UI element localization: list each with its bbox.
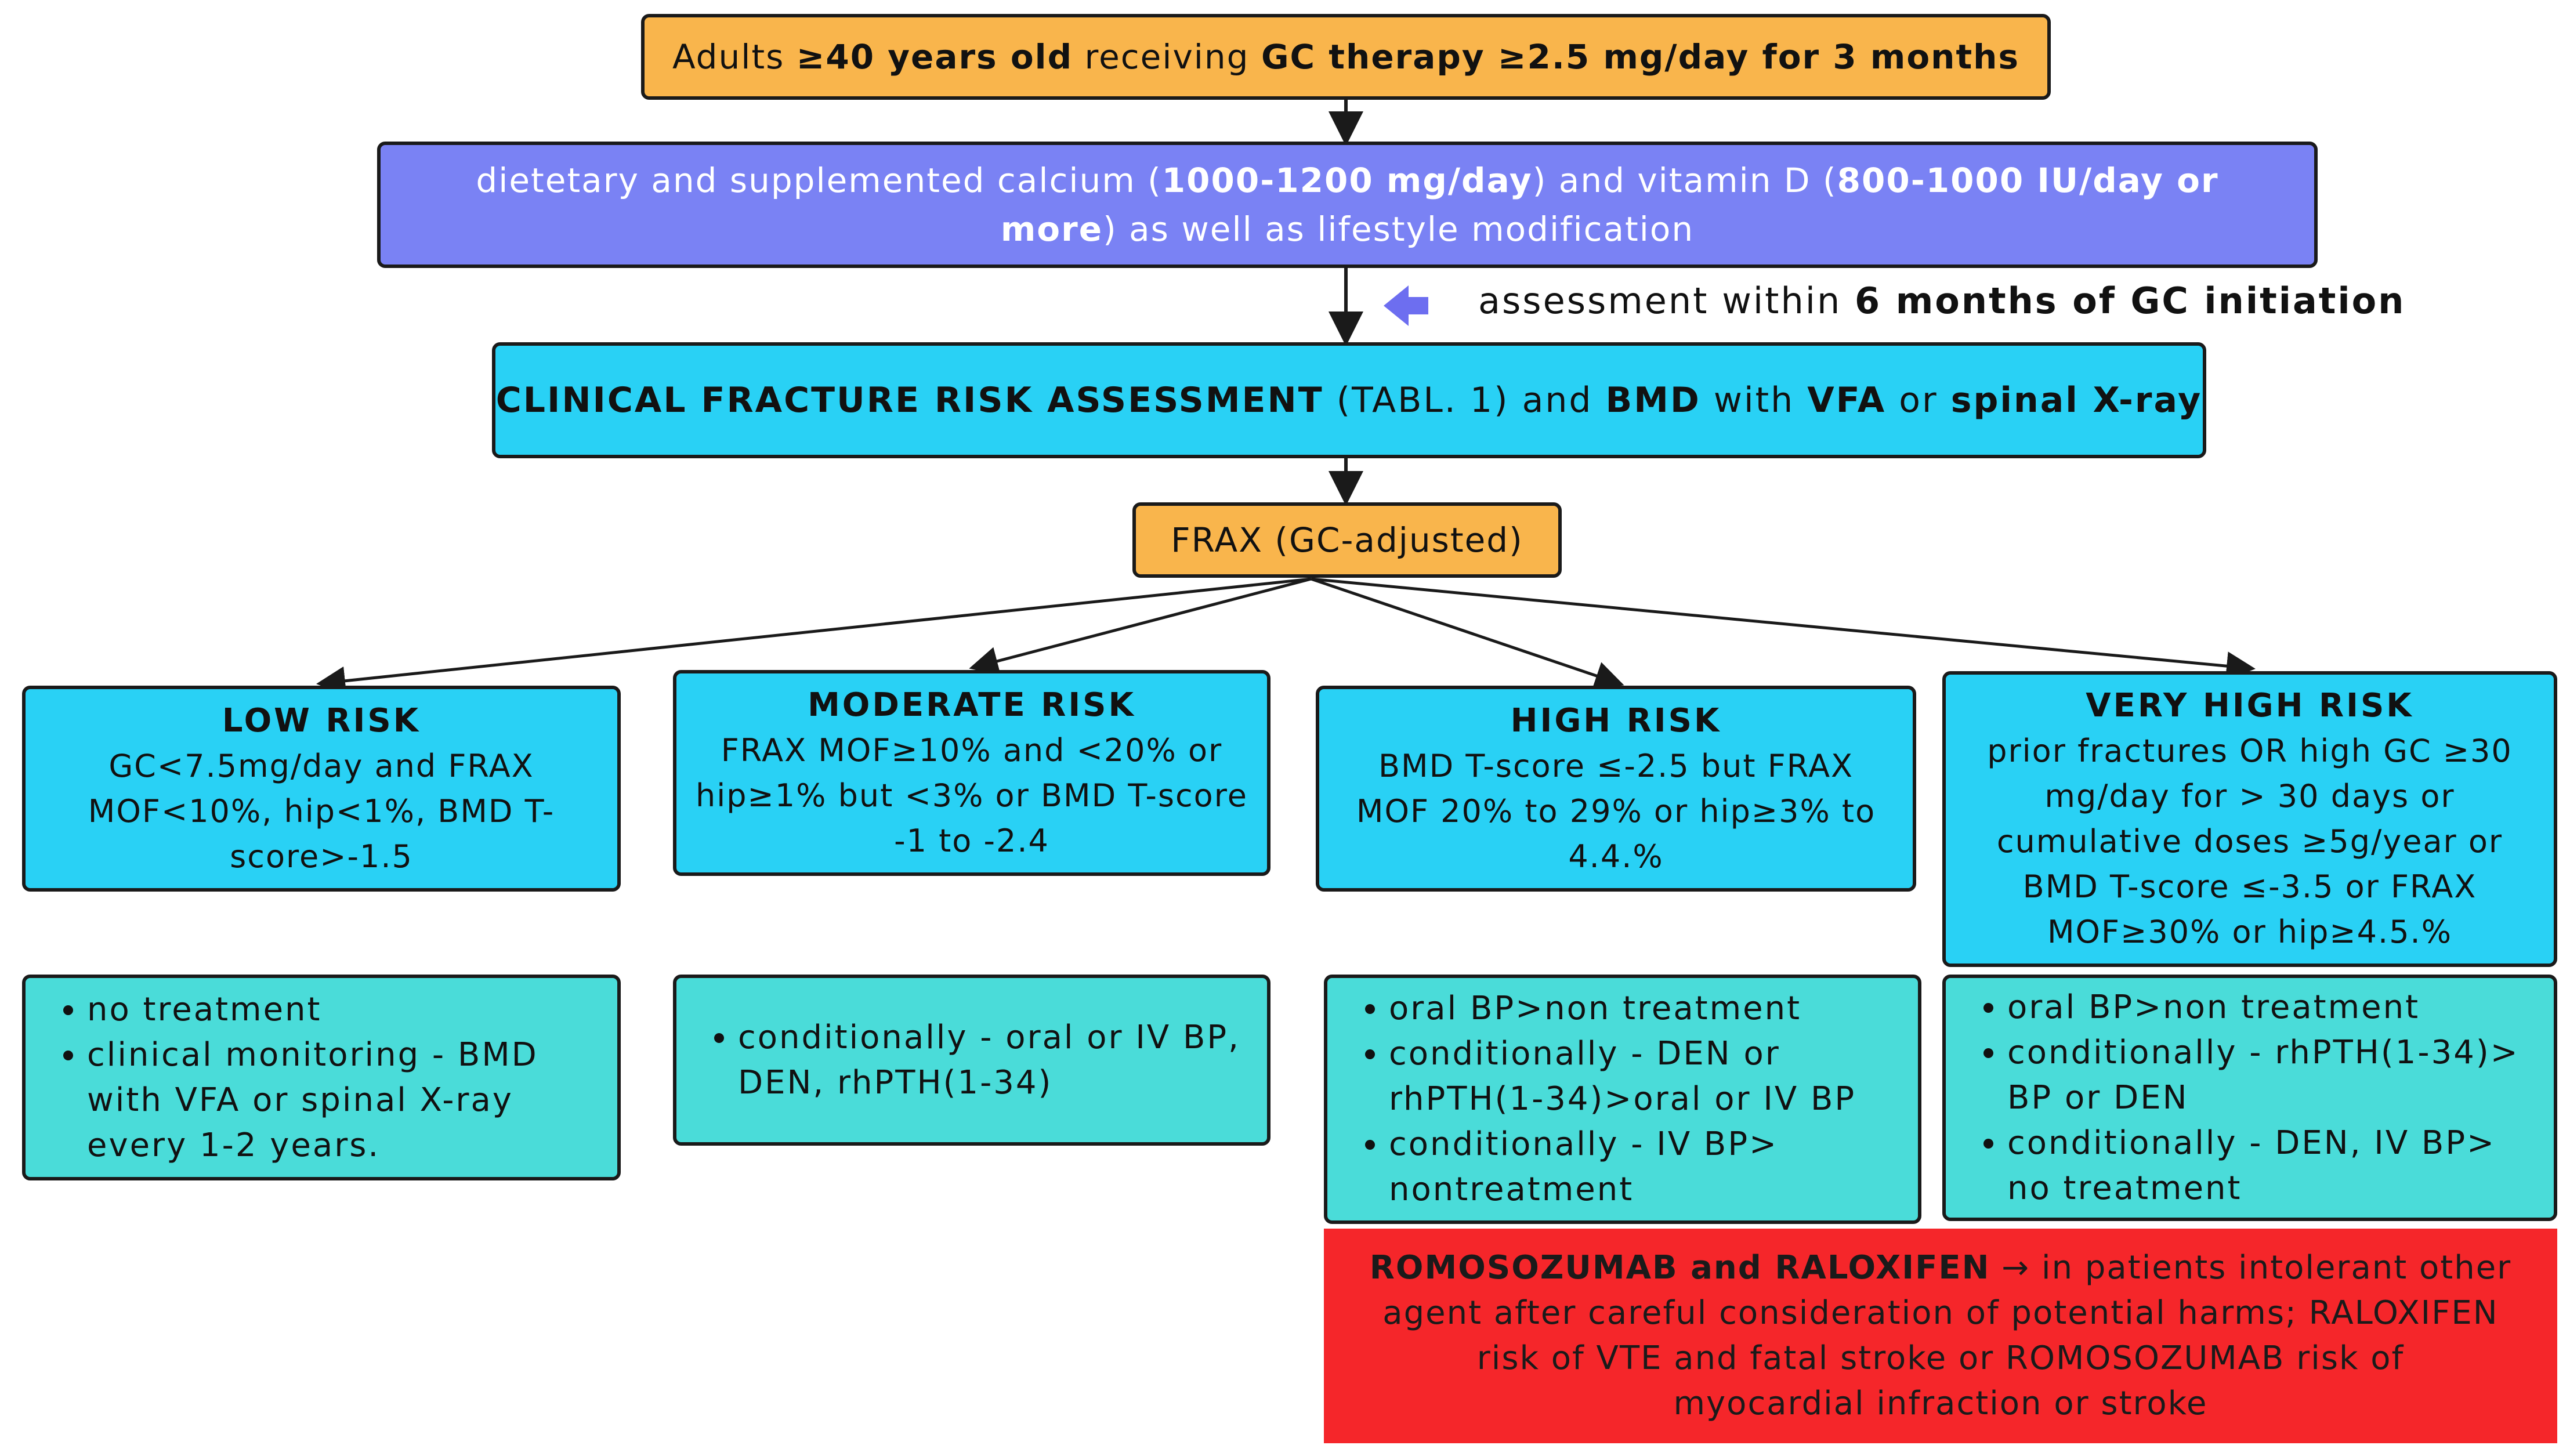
high-risk-title: HIGH RISK (1510, 701, 1722, 740)
romosozumab-raloxifen-warning: ROMOSOZUMAB and RALOXIFEN → in patients … (1324, 1229, 2557, 1443)
low-risk-line: MOF<10%, hip<1%, BMD T- (88, 792, 555, 830)
arrow-frax-to-low (316, 577, 1312, 696)
moderate-risk-line: hip≥1% but <3% or BMD T-score (696, 777, 1248, 814)
warning-line-1: ROMOSOZUMAB and RALOXIFEN → in patients … (1369, 1249, 2512, 1287)
high-risk-line: 4.4.% (1568, 838, 1664, 875)
very-high-risk-line: BMD T-score ≤-3.5 or FRAX (2022, 868, 2477, 905)
very-high-risk-line: MOF≥30% or hip≥4.5.% (2047, 914, 2453, 950)
very-high-risk-treatment-box: oral BP>non treatment conditionally - rh… (1942, 975, 2557, 1221)
treatment-item: conditionally - DEN or rhPTH(1-34)>oral … (1389, 1031, 1906, 1122)
treatment-item: conditionally - rhPTH(1-34)> BP or DEN (2007, 1030, 2542, 1121)
warning-drug-names: ROMOSOZUMAB and RALOXIFEN (1369, 1249, 1990, 1287)
warning-line-2: agent after careful consideration of pot… (1382, 1294, 2499, 1332)
very-high-risk-line: cumulative doses ≥5g/year or (1996, 823, 2503, 860)
treatment-item: oral BP>non treatment (1389, 986, 1906, 1031)
moderate-risk-title: MODERATE RISK (808, 686, 1136, 724)
treatment-item: clinical monitoring - BMD with VFA or sp… (87, 1033, 606, 1168)
treatment-item: oral BP>non treatment (2007, 985, 2542, 1030)
frax-label: FRAX (GC-adjusted) (1171, 520, 1523, 560)
very-high-risk-treatment-list: oral BP>non treatment conditionally - rh… (1969, 985, 2542, 1211)
very-high-risk-line: mg/day for > 30 days or (2044, 778, 2455, 814)
very-high-risk-box: VERY HIGH RISK prior fractures OR high G… (1942, 671, 2557, 967)
low-risk-treatment-list: no treatment clinical monitoring - BMD w… (49, 987, 606, 1168)
treatment-item: conditionally - IV BP> nontreatment (1389, 1122, 1906, 1212)
high-risk-line: BMD T-score ≤-2.5 but FRAX (1378, 747, 1854, 784)
moderate-risk-treatment-list: conditionally - oral or IV BP, DEN, rhPT… (700, 1015, 1255, 1106)
low-risk-line: score>-1.5 (230, 838, 413, 875)
moderate-risk-line: FRAX MOF≥10% and <20% or (721, 731, 1223, 769)
left-arrow-icon (1384, 285, 1428, 326)
high-risk-line: MOF 20% to 29% or hip≥3% to (1356, 792, 1876, 830)
eligibility-box: Adults ≥40 years old receiving GC therap… (641, 14, 2051, 100)
treatment-item: conditionally - oral or IV BP, DEN, rhPT… (738, 1015, 1255, 1106)
very-high-risk-line: prior fractures OR high GC ≥30 (1987, 733, 2513, 769)
moderate-risk-treatment-box: conditionally - oral or IV BP, DEN, rhPT… (673, 975, 1270, 1146)
arrow-frax-to-veryhigh (1311, 577, 2256, 681)
high-risk-treatment-list: oral BP>non treatment conditionally - DE… (1351, 986, 1906, 1212)
eligibility-text: Adults ≥40 years old receiving GC therap… (672, 37, 2019, 77)
treatment-item: conditionally - DEN, IV BP> no treatment (2007, 1121, 2542, 1211)
supplement-line-1: dietetary and supplemented calcium (1000… (476, 161, 2219, 200)
clinical-assessment-text: CLINICAL FRACTURE RISK ASSESSMENT (TABL.… (495, 380, 2203, 421)
moderate-risk-line: -1 to -2.4 (894, 822, 1049, 859)
arrow-frax-to-moderate (969, 577, 1312, 676)
low-risk-title: LOW RISK (222, 701, 421, 740)
assessment-note: assessment within 6 months of GC initiat… (1478, 280, 2406, 322)
high-risk-treatment-box: oral BP>non treatment conditionally - DE… (1324, 975, 1921, 1224)
low-risk-treatment-box: no treatment clinical monitoring - BMD w… (22, 975, 621, 1180)
treatment-item: no treatment (87, 987, 606, 1033)
warning-line-4: myocardial infraction or stroke (1673, 1385, 2208, 1422)
low-risk-line: GC<7.5mg/day and FRAX (108, 747, 534, 784)
arrow-frax-to-high (1311, 577, 1624, 690)
very-high-risk-title: VERY HIGH RISK (2086, 687, 2414, 725)
frax-box: FRAX (GC-adjusted) (1132, 502, 1562, 578)
warning-line-3: risk of VTE and fatal stroke or ROMOSOZU… (1476, 1339, 2405, 1377)
supplement-line-2: more) as well as lifestyle modification (1000, 209, 1695, 249)
moderate-risk-box: MODERATE RISK FRAX MOF≥10% and <20% or h… (673, 670, 1270, 876)
supplement-box: dietetary and supplemented calcium (1000… (377, 142, 2318, 268)
high-risk-box: HIGH RISK BMD T-score ≤-2.5 but FRAX MOF… (1316, 686, 1916, 892)
low-risk-box: LOW RISK GC<7.5mg/day and FRAX MOF<10%, … (22, 686, 621, 892)
clinical-assessment-box: CLINICAL FRACTURE RISK ASSESSMENT (TABL.… (492, 342, 2206, 458)
